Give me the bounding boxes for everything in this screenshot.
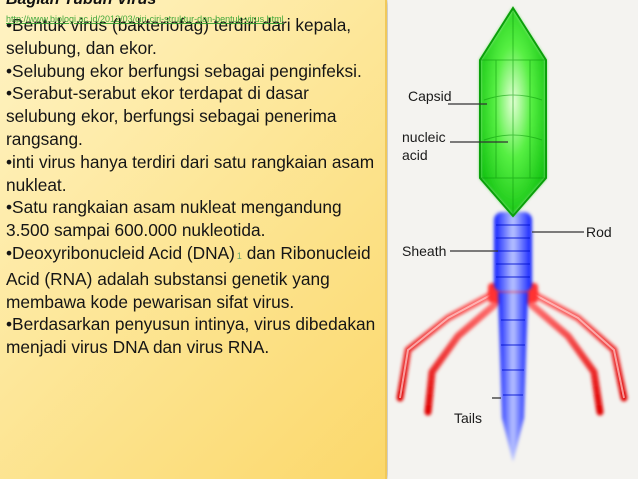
label-acid: acid (402, 147, 428, 163)
dna-text-part2: dan Ribonucleid Acid (RNA) adalah substa… (6, 242, 371, 312)
source-link[interactable]: http://www.biologi.ac.id/2012/03/ciri-ci… (6, 14, 284, 24)
bacteriophage-illustration: Capsid nucleic acid Rod Sheath Tails (388, 0, 638, 479)
dna-text-part1: •Deoxyribonucleid Acid (DNA) (6, 242, 235, 263)
bullet-item: •Serabut-serabut ekor terdapat di dasar … (6, 83, 337, 149)
bullet-list: •Bentuk virus (bakteriofag) terdiri dari… (6, 14, 382, 359)
label-capsid: Capsid (408, 88, 452, 104)
label-nucleic: nucleic (402, 129, 446, 145)
bullet-item: •Satu rangkaian asam nukleat mengandung … (6, 197, 342, 241)
bullet-item: •Bentuk virus (bakteriofag) terdiri dari… (6, 15, 352, 58)
text-panel: Bagian Tubuh Virus http://www.biologi.ac… (0, 0, 387, 479)
label-rod: Rod (586, 224, 612, 240)
capsid (479, 6, 547, 218)
leader-lines (448, 103, 584, 399)
bullet-item: •Berdasarkan penyusun intinya, virus dib… (6, 314, 376, 358)
bacteriophage-diagram: Capsid nucleic acid Rod Sheath Tails (388, 0, 638, 479)
footnote-mark: 1 (236, 250, 242, 261)
bullet-item: •inti virus hanya terdiri dari satu rang… (6, 151, 375, 195)
label-tails: Tails (454, 410, 482, 426)
label-sheath: Sheath (402, 243, 446, 259)
bullet-item-dna: •Deoxyribonucleid Acid (DNA)1 dan Ribonu… (6, 242, 382, 313)
sheath (494, 212, 532, 462)
slide-title: Bagian Tubuh Virus (6, 0, 156, 9)
bullet-item: •Selubung ekor berfungsi sebagai penginf… (6, 60, 362, 81)
